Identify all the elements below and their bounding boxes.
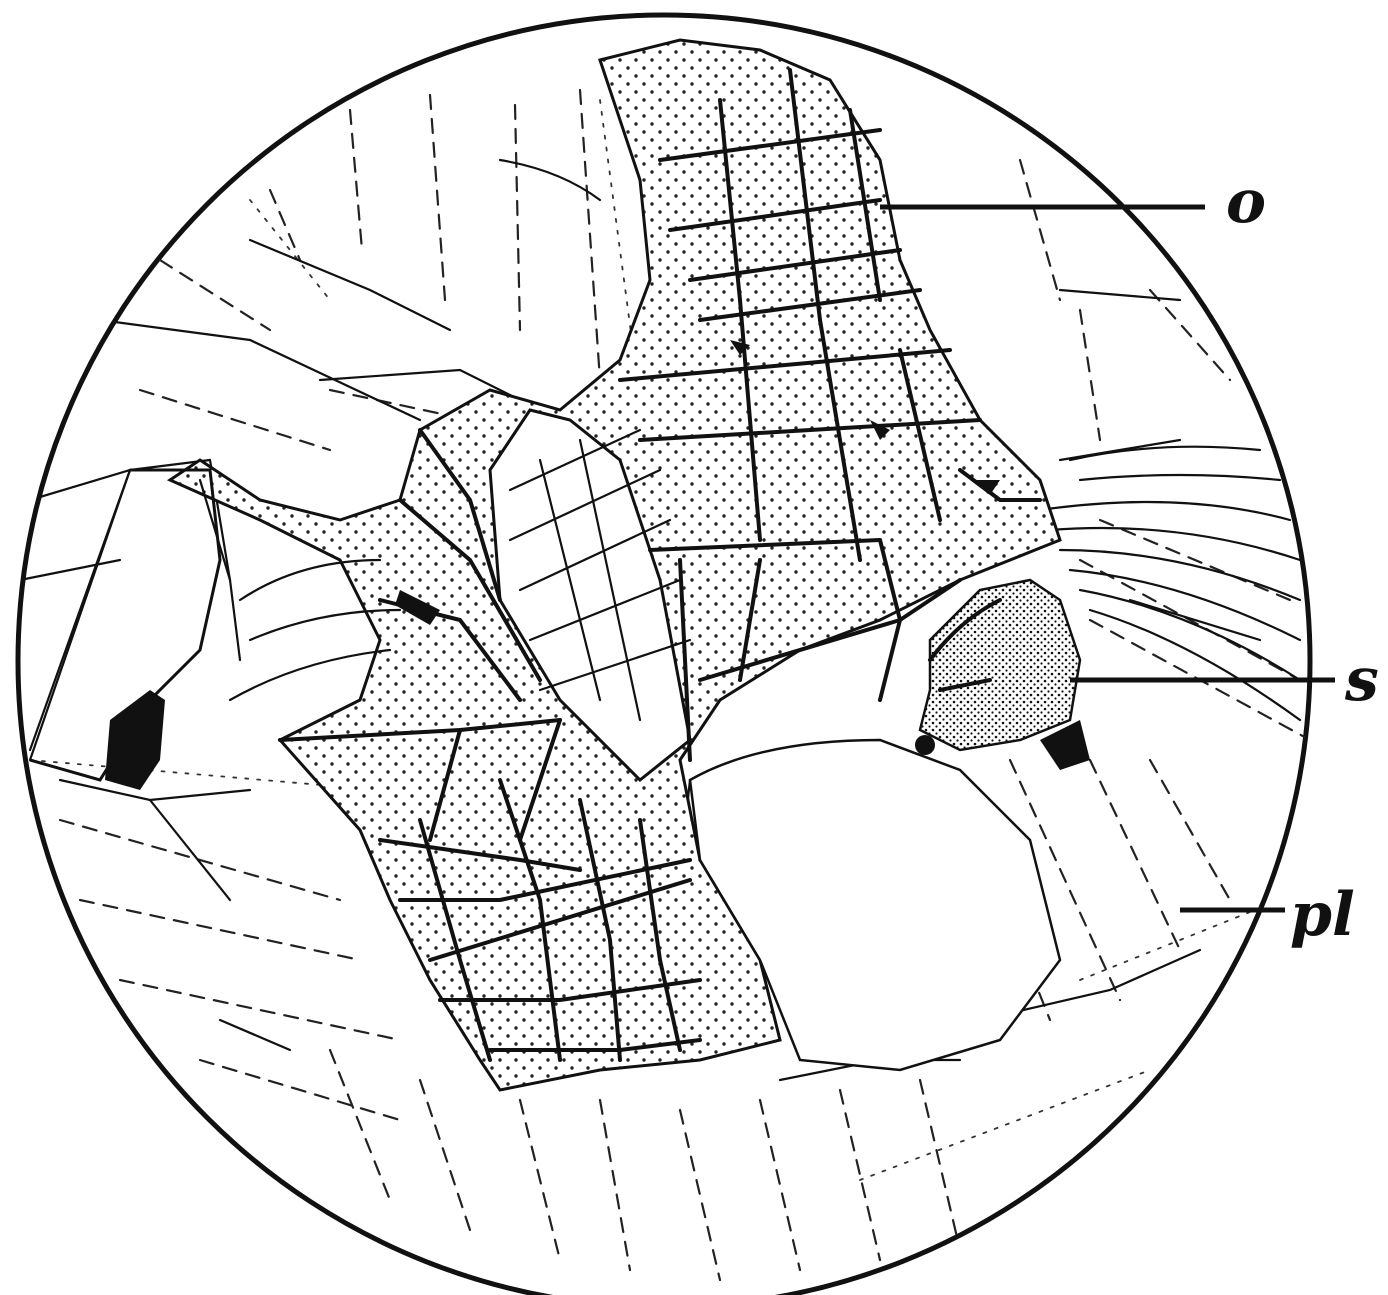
label-s: s bbox=[1344, 645, 1379, 715]
label-pl: pl bbox=[1290, 880, 1355, 950]
label-o: o bbox=[1226, 167, 1266, 237]
